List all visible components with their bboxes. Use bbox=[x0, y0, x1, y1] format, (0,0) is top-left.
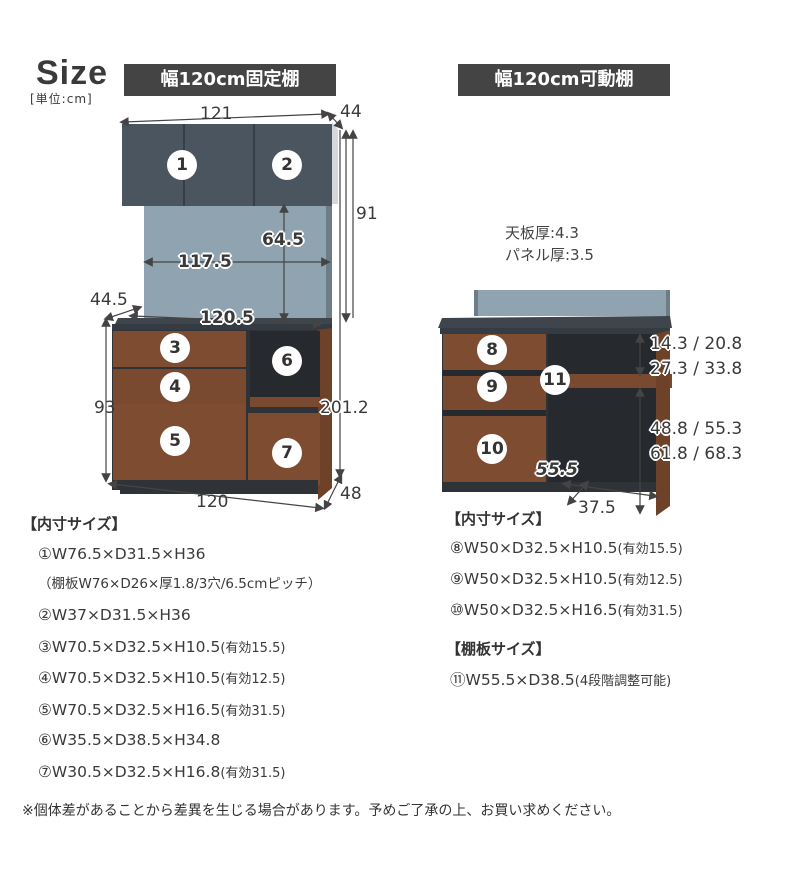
movable-shelf-banner: 幅120cm可動棚 bbox=[458, 64, 670, 96]
badge-5: 5 bbox=[160, 426, 190, 456]
spec-item-11: ⑪W55.5×D38.5(4段階調整可能) bbox=[450, 671, 672, 689]
shelf-size-heading: 【棚板サイズ】 bbox=[446, 640, 551, 658]
dim-shelf-low-2: 61.8 / 68.3 bbox=[650, 444, 743, 464]
badge-1: 1 bbox=[167, 150, 197, 180]
spec-item-4: ④W70.5×D32.5×H10.5(有効12.5) bbox=[38, 669, 286, 687]
panel-thickness: パネル厚:3.5 bbox=[505, 246, 594, 264]
badge-11: 11 bbox=[540, 365, 570, 395]
badge-6: 6 bbox=[272, 346, 302, 376]
badge-9: 9 bbox=[477, 372, 507, 402]
dim-total-height: 201.2 bbox=[320, 398, 369, 418]
badge-2: 2 bbox=[272, 150, 302, 180]
badge-8: 8 bbox=[477, 335, 507, 365]
dim-panel-height: 64.5 bbox=[262, 230, 304, 250]
dim-open-width: 55.5 bbox=[536, 460, 578, 480]
disclaimer-footnote: ※個体差があることから差異を生じる場合があります。予めご了承の上、お買い求めくだ… bbox=[22, 803, 621, 819]
dim-counter-width: 120.5 bbox=[200, 308, 254, 328]
cabinet-diagrams bbox=[101, 109, 672, 516]
dim-base-height: 93 bbox=[94, 398, 116, 418]
dim-top-width: 121 bbox=[200, 104, 233, 124]
left-inner-size-heading: 【内寸サイズ】 bbox=[22, 515, 127, 533]
dim-base-depth: 48 bbox=[340, 484, 362, 504]
spec-item-1: ①W76.5×D31.5×H36 bbox=[38, 545, 206, 563]
spec-item-9: ⑨W50×D32.5×H10.5(有効12.5) bbox=[450, 570, 683, 588]
dim-shelf-gap-2: 27.3 / 33.8 bbox=[650, 359, 743, 379]
dim-shelf-low-1: 48.8 / 55.3 bbox=[650, 419, 743, 439]
size-unit-label: [単位:cm] bbox=[30, 92, 93, 106]
badge-7: 7 bbox=[272, 438, 302, 468]
spec-item-1-shelf: （棚板W76×D26×厚1.8/3穴/6.5cmピッチ） bbox=[38, 576, 322, 592]
size-title: Size bbox=[36, 54, 109, 92]
badge-10: 10 bbox=[477, 434, 507, 464]
dim-panel-width: 117.5 bbox=[178, 252, 232, 272]
fixed-shelf-banner: 幅120cm固定棚 bbox=[124, 64, 336, 96]
spec-item-7: ⑦W30.5×D32.5×H16.8(有効31.5) bbox=[38, 763, 286, 781]
badge-4: 4 bbox=[160, 372, 190, 402]
dim-shelf-gap-1: 14.3 / 20.8 bbox=[650, 334, 743, 354]
right-cabinet bbox=[438, 290, 672, 516]
dim-base-width: 120 bbox=[196, 492, 229, 512]
dim-open-depth: 37.5 bbox=[578, 498, 616, 518]
dim-upper-height: 91 bbox=[356, 204, 378, 224]
top-thickness: 天板厚:4.3 bbox=[505, 224, 579, 242]
spec-item-5: ⑤W70.5×D32.5×H16.5(有効31.5) bbox=[38, 701, 286, 719]
spec-item-10: ⑩W50×D32.5×H16.5(有効31.5) bbox=[450, 601, 683, 619]
badge-3: 3 bbox=[160, 333, 190, 363]
spec-item-8: ⑧W50×D32.5×H10.5(有効15.5) bbox=[450, 539, 683, 557]
spec-item-2: ②W37×D31.5×H36 bbox=[38, 606, 191, 624]
dim-top-depth: 44 bbox=[340, 102, 362, 122]
dim-counter-depth: 44.5 bbox=[90, 290, 128, 310]
right-inner-size-heading: 【内寸サイズ】 bbox=[446, 510, 551, 528]
spec-item-3: ③W70.5×D32.5×H10.5(有効15.5) bbox=[38, 638, 286, 656]
spec-item-6: ⑥W35.5×D38.5×H34.8 bbox=[38, 731, 221, 749]
